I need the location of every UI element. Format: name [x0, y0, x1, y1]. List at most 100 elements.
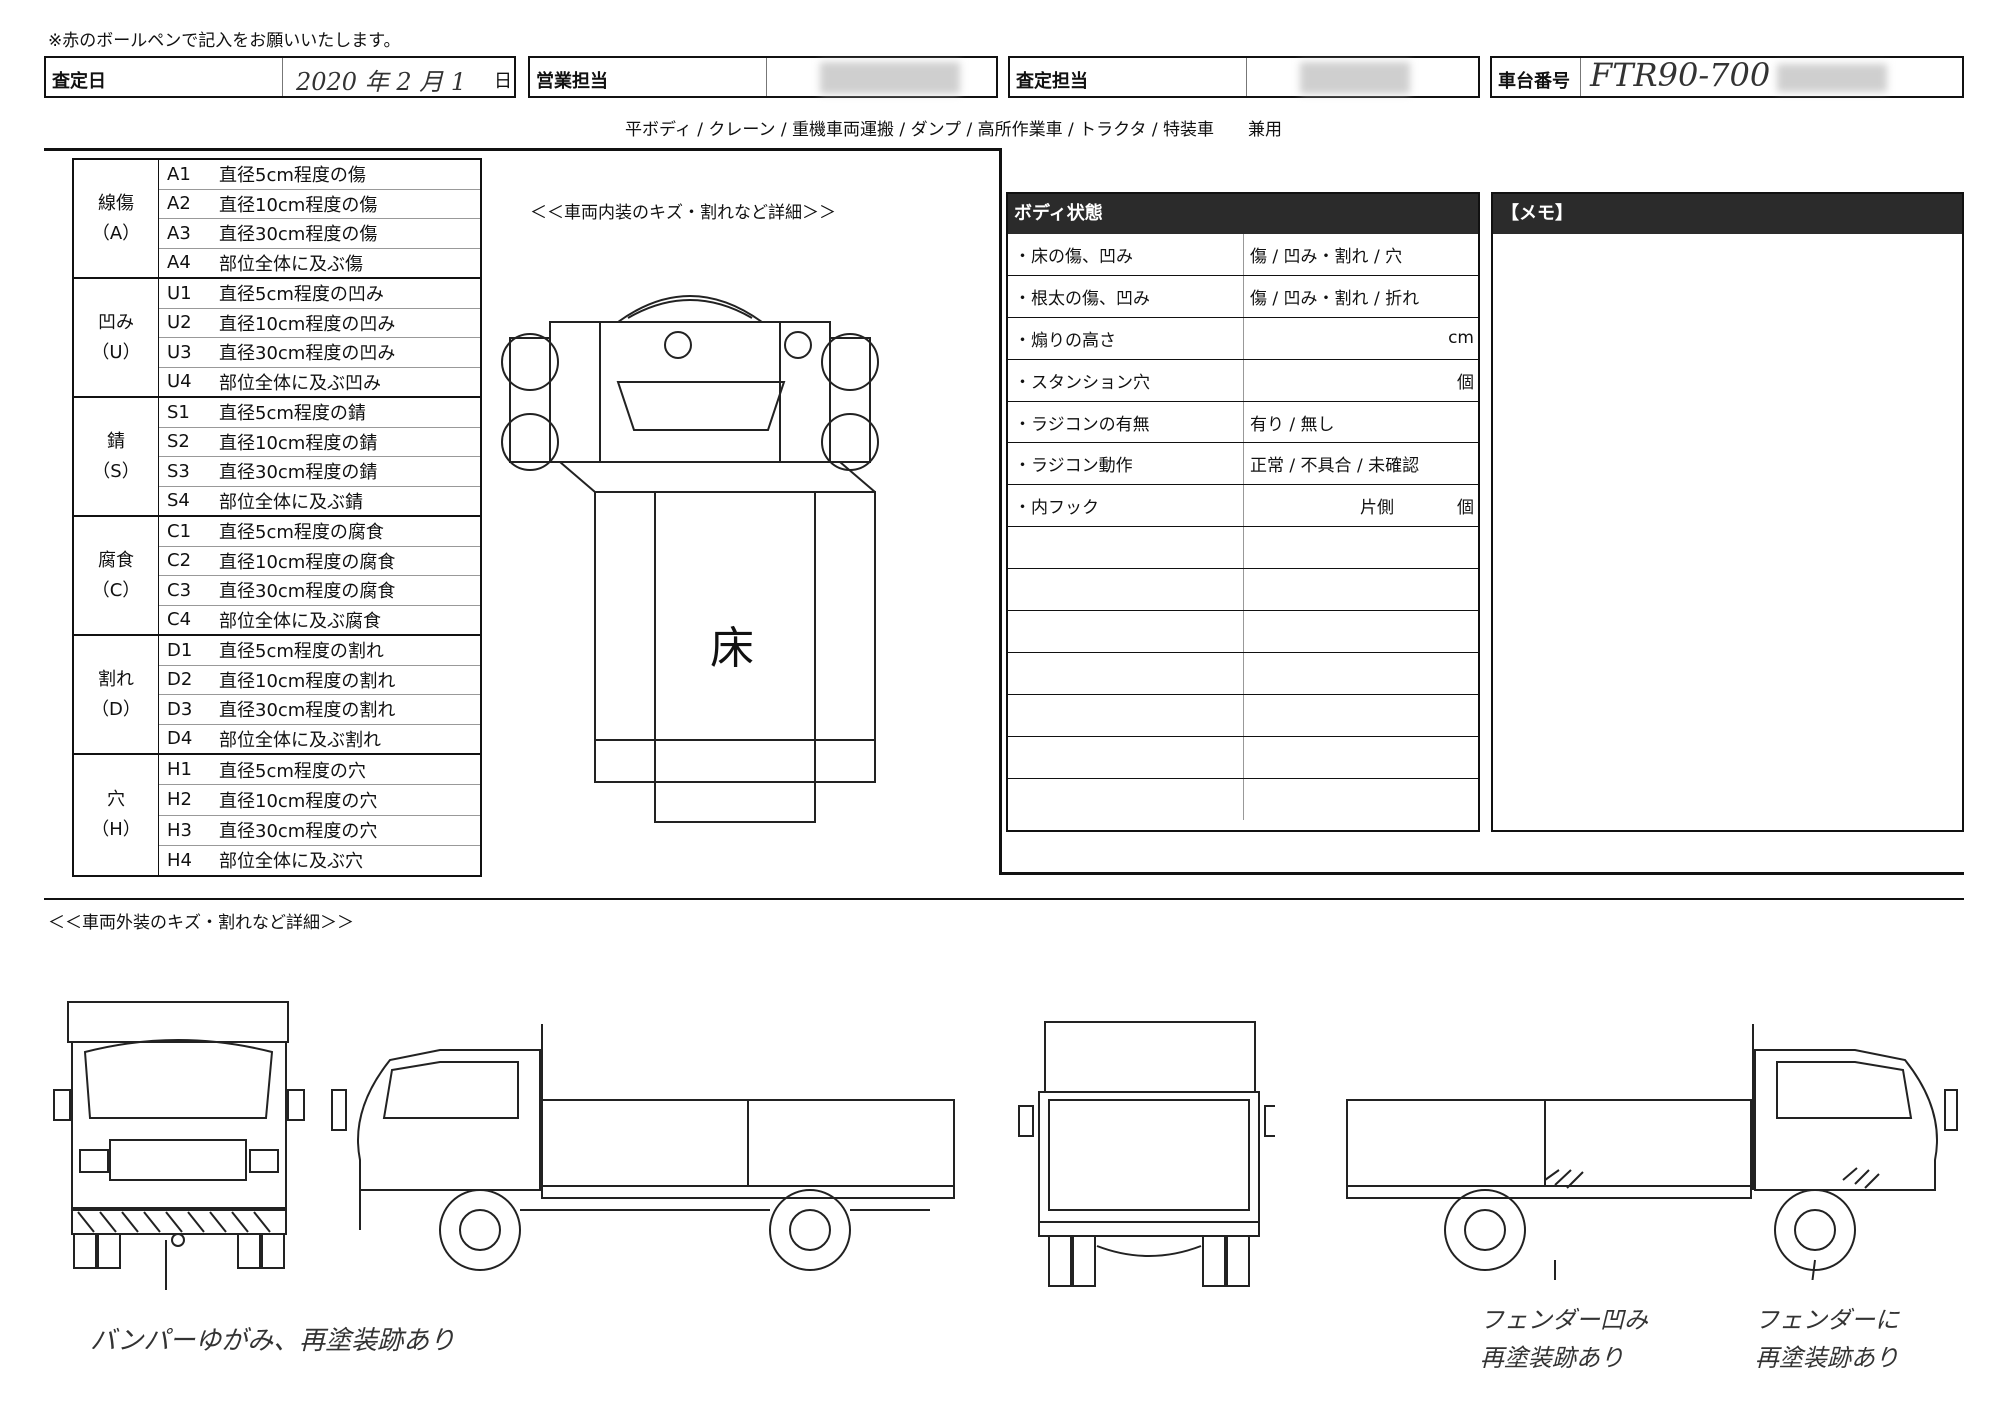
legend-category-code: （A） [91, 222, 141, 244]
rear-mirror-left [1018, 1105, 1034, 1137]
cab-side [1754, 1049, 1938, 1191]
legend-category: 錆 [107, 430, 125, 452]
body-state-row-blank[interactable] [1008, 694, 1478, 737]
headlight-right [249, 1149, 279, 1173]
body-state-row-blank[interactable] [1008, 778, 1478, 821]
interior-floor-diagram[interactable] [500, 270, 970, 840]
mirror-left [53, 1089, 71, 1121]
bumper-hatch [77, 1211, 271, 1233]
truck-rear-view[interactable] [1015, 1020, 1275, 1290]
rear-mirror-right [1264, 1105, 1275, 1137]
body-state-row-blank[interactable] [1008, 569, 1478, 612]
body-state-row[interactable]: ・スタンション穴個 [1008, 359, 1478, 402]
front-wheel [439, 1189, 521, 1271]
front-tire-left-2 [97, 1233, 121, 1269]
deck-edge [1346, 1185, 1752, 1199]
body-state-row[interactable]: ・内フック片側個 [1008, 485, 1478, 528]
appraisal-date-suffix: 日 [494, 71, 512, 92]
appraiser-box[interactable]: 査定担当 [1008, 56, 1480, 98]
mirror-left [664, 331, 692, 359]
rear-tire-1 [1048, 1235, 1072, 1287]
legend-category: 線傷 [98, 192, 134, 214]
appraiser-label: 査定担当 [1016, 71, 1088, 92]
memo-box[interactable]: 【メモ】 [1491, 192, 1964, 832]
rear-hub [789, 1209, 831, 1251]
appraisal-date-label: 査定日 [52, 71, 106, 92]
handwritten-note-left-1: フェンダーに [1755, 1306, 1899, 1334]
side-gate [1346, 1099, 1752, 1187]
frame-bottom-right [999, 872, 1964, 875]
body-state-row-blank[interactable] [1008, 652, 1478, 695]
legend-category-code: （S） [92, 460, 140, 482]
interior-title: ＜＜車両内装のキズ・割れなど詳細＞＞ [530, 203, 836, 223]
fender-dent-mark [1544, 1169, 1584, 1189]
memo-title: 【メモ】 [1493, 194, 1962, 234]
left-fender [509, 337, 551, 463]
legend-category: 凹み [98, 311, 134, 333]
chassis-no-box[interactable]: 車台番号 FTR90-700 [1490, 56, 1964, 98]
grille [109, 1139, 247, 1181]
truck-right-view[interactable] [1345, 1020, 1960, 1280]
appraisal-date-value: 2020 年 2 月 1 [296, 68, 467, 96]
bumper [71, 1207, 287, 1235]
cab-roof-inner [627, 299, 753, 319]
body-state-row[interactable]: ・根太の傷、凹み傷 / 凹み・割れ / 折れ [1008, 275, 1478, 318]
body-state-row[interactable]: ・床の傷、凹み傷 / 凹み・割れ / 穴 [1008, 234, 1478, 276]
body-state-table: ボディ状態 ・床の傷、凹み傷 / 凹み・割れ / 穴 ・根太の傷、凹み傷 / 凹… [1006, 192, 1480, 832]
mirror [1944, 1089, 1958, 1131]
truck-left-view[interactable] [330, 1020, 960, 1280]
side-window [1776, 1061, 1913, 1119]
rear-gate [1038, 1091, 1260, 1223]
rear-wheel [769, 1189, 851, 1271]
rear-tire-4 [1226, 1235, 1250, 1287]
legend-category-code: （U） [91, 341, 141, 363]
headboard [67, 1001, 289, 1043]
rear-gate-inner [1048, 1099, 1250, 1211]
redacted-name [820, 62, 960, 94]
body-state-row-blank[interactable] [1008, 527, 1478, 570]
body-state-row[interactable]: ・ラジコンの有無有り / 無し [1008, 401, 1478, 444]
deck-edge [541, 1185, 955, 1199]
legend-category-code: （C） [91, 579, 141, 601]
body-state-row-blank[interactable] [1008, 611, 1478, 653]
sales-rep-label: 営業担当 [536, 71, 608, 92]
vehicle-types: 平ボディ / クレーン / 重機車両運搬 / ダンプ / 高所作業車 / トラク… [625, 120, 1282, 140]
sales-rep-box[interactable]: 営業担当 [528, 56, 998, 98]
section-rule [44, 898, 1964, 900]
rear-tire-2 [1072, 1235, 1096, 1287]
deck-corner-l [559, 461, 596, 493]
rear-tire-3 [1202, 1235, 1226, 1287]
frame-divider [999, 148, 1002, 874]
chassis-no-value: FTR90-700 [1590, 56, 1771, 94]
front-tire-right-2 [261, 1233, 285, 1269]
appraisal-date-box[interactable]: 査定日 2020 年 2 月 1 日 [44, 56, 516, 98]
exterior-title: ＜＜車両外装のキズ・割れなど詳細＞＞ [48, 913, 354, 933]
handwritten-note-right-1: フェンダー凹み [1480, 1306, 1648, 1334]
body-state-row-blank[interactable] [1008, 736, 1478, 779]
body-state-row[interactable]: ・ラジコン動作正常 / 不具合 / 未確認 [1008, 443, 1478, 486]
headlight-left [79, 1149, 109, 1173]
rear-left-wheel [501, 413, 559, 471]
redacted-chassis [1777, 64, 1887, 92]
truck-front-view[interactable] [50, 1000, 310, 1290]
differential [1096, 1245, 1202, 1257]
